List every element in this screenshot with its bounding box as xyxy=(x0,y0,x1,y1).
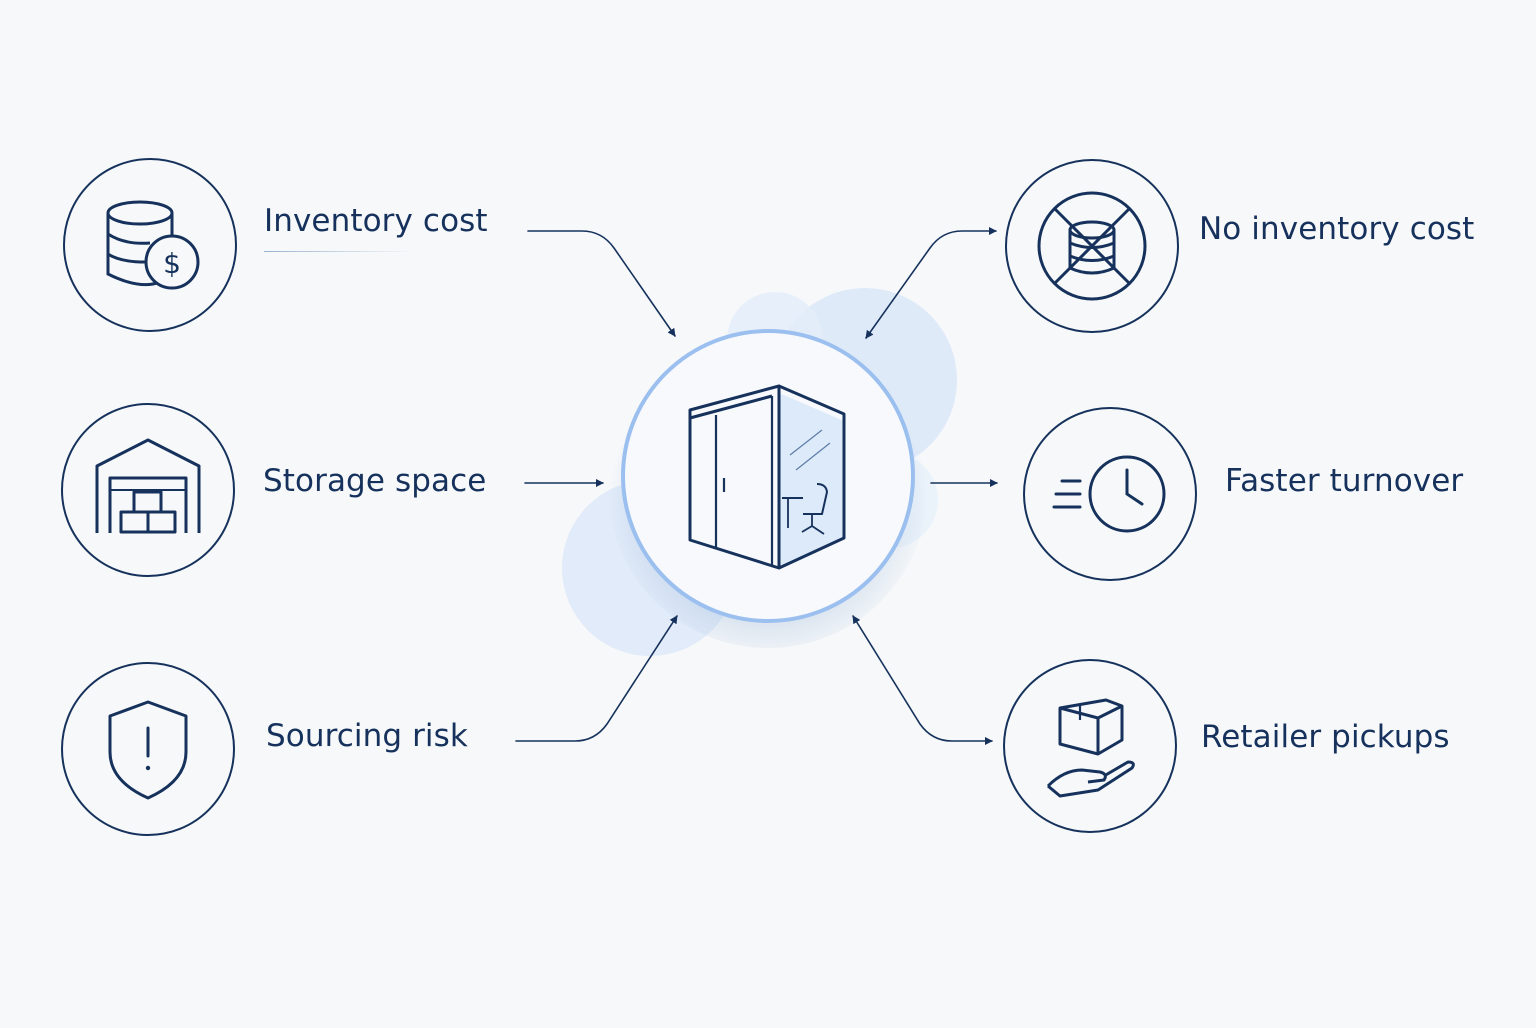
label-storage-space: Storage space xyxy=(263,463,487,499)
database-crossed-icon xyxy=(1037,191,1147,301)
hand-box-icon xyxy=(1046,698,1135,798)
arrow-no-inventory-cost xyxy=(865,226,997,339)
label-sourcing-risk: Sourcing risk xyxy=(266,718,468,754)
node-faster-turnover xyxy=(1023,407,1197,581)
label-retailer-pickups: Retailer pickups xyxy=(1201,719,1450,755)
inventory-cost-underline xyxy=(264,251,414,252)
shield-warning-icon xyxy=(108,700,188,800)
node-retailer-pickups xyxy=(1003,659,1177,833)
arrow-retailer-pickups xyxy=(852,615,993,746)
center-node xyxy=(621,329,915,623)
node-no-inventory-cost xyxy=(1005,159,1179,333)
node-inventory-cost: $ xyxy=(63,158,237,332)
connectors xyxy=(515,226,998,746)
label-no-inventory-cost: No inventory cost xyxy=(1199,211,1475,247)
arrow-sourcing-risk xyxy=(515,615,678,742)
arrow-inventory-cost xyxy=(527,230,676,337)
label-inventory-cost: Inventory cost xyxy=(264,203,488,239)
node-storage-space xyxy=(61,403,235,577)
dollar-sign-glyph: $ xyxy=(163,247,181,280)
database-dollar-icon xyxy=(106,200,200,290)
office-pod-icon xyxy=(688,384,846,570)
warehouse-boxes-icon xyxy=(95,438,201,534)
label-faster-turnover: Faster turnover xyxy=(1225,463,1464,499)
fast-clock-icon xyxy=(1052,455,1166,533)
node-sourcing-risk xyxy=(61,662,235,836)
